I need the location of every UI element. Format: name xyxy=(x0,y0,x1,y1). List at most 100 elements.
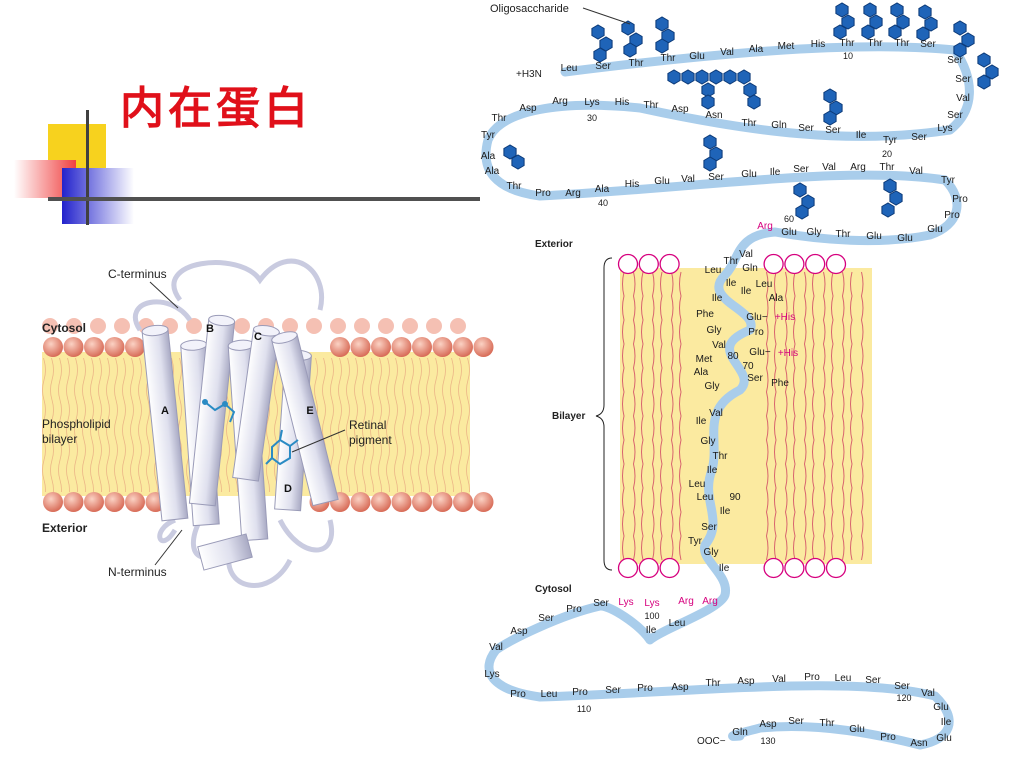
residue: Thr xyxy=(895,38,911,49)
residue: Tyr xyxy=(688,536,703,547)
residue: Ala xyxy=(694,367,709,378)
head-group xyxy=(125,337,145,357)
residue-number: 130 xyxy=(760,736,775,746)
residue: Thr xyxy=(840,38,856,49)
head-group xyxy=(350,337,371,357)
residue: Thr xyxy=(880,162,896,173)
head-group-back xyxy=(450,318,466,334)
head-group-back xyxy=(402,318,418,334)
residue: Ser xyxy=(955,74,971,85)
residue-number: 120 xyxy=(896,693,911,703)
residue: Pro xyxy=(637,683,653,694)
sugar-residue xyxy=(511,154,525,170)
helix-c xyxy=(232,324,280,482)
bilayer-label: Bilayer xyxy=(552,411,585,422)
head-group xyxy=(84,337,104,357)
residue: Gln xyxy=(742,263,758,274)
sugar-residue xyxy=(953,42,967,58)
charged-residue: Arg xyxy=(757,221,773,232)
head-group xyxy=(805,557,826,579)
sugar-residue xyxy=(918,4,932,20)
residue: Phe xyxy=(771,378,789,389)
residue: Ile xyxy=(707,465,718,476)
residue: Lys xyxy=(484,669,499,680)
residue: Glu− xyxy=(746,312,768,323)
residue: Ser xyxy=(865,675,881,686)
sugar-residue xyxy=(841,14,855,30)
residue: Ser xyxy=(947,110,963,121)
residue: Glu xyxy=(927,224,943,235)
sugar-residue xyxy=(695,69,709,85)
sugar-residue xyxy=(883,178,897,194)
retinal-pointer xyxy=(291,429,346,453)
residue: Ile xyxy=(696,416,707,427)
polypeptide-chain xyxy=(481,42,974,750)
residue: Arg xyxy=(565,188,581,199)
retinal-label-2: pigment xyxy=(349,433,392,447)
residue: Gln xyxy=(771,120,787,131)
retinal-icon xyxy=(202,399,299,466)
residue: Glu xyxy=(654,176,670,187)
residue: Asp xyxy=(671,682,689,693)
residue: Ile xyxy=(646,625,657,636)
residue-number: 40 xyxy=(598,198,608,208)
residue: Met xyxy=(696,354,713,365)
residue: Ser xyxy=(911,132,927,143)
residue: His xyxy=(811,39,825,50)
n-terminus-label: N-terminus xyxy=(108,565,167,579)
head-group xyxy=(763,253,784,275)
head-group xyxy=(825,253,847,275)
residue: Thr xyxy=(868,38,884,49)
residue: Thr xyxy=(661,53,677,64)
residue: Gly xyxy=(701,436,716,447)
sugar-residue xyxy=(861,24,875,40)
charged-residue: Arg xyxy=(702,596,718,607)
head-group xyxy=(617,253,639,275)
head-group xyxy=(805,253,826,275)
head-group xyxy=(63,492,84,512)
head-group-back xyxy=(90,318,106,334)
head-group xyxy=(453,337,473,357)
residue: Gln xyxy=(732,727,748,738)
head-group xyxy=(371,492,391,512)
phospholipid-label-2: bilayer xyxy=(42,432,77,446)
exterior-label: Exterior xyxy=(42,521,88,535)
residue: Val xyxy=(909,166,923,177)
residue: Ser xyxy=(894,681,910,692)
sugar-residue xyxy=(833,24,847,40)
residue: Ile xyxy=(856,130,867,141)
head-group-back xyxy=(186,318,202,334)
residue: Pro xyxy=(880,732,896,743)
residue: Ala xyxy=(749,44,764,55)
residue: Ala xyxy=(481,151,496,162)
n-terminus-pointer xyxy=(154,529,183,566)
residue-number: 30 xyxy=(587,113,597,123)
head-group xyxy=(412,492,432,512)
residue: Ser xyxy=(593,598,609,609)
head-group xyxy=(763,557,784,579)
residue: Ser xyxy=(708,172,724,183)
residue: Tyr xyxy=(883,135,898,146)
sugar-residue xyxy=(916,26,930,42)
residue: Ser xyxy=(798,123,814,134)
head-group-back xyxy=(306,318,322,334)
residue: Thr xyxy=(836,229,852,240)
deco-blue-square xyxy=(62,168,134,224)
residue: Asp xyxy=(671,104,689,115)
residue: Ser xyxy=(701,522,717,533)
sugar-residue xyxy=(723,69,737,85)
sugar-residue xyxy=(977,52,991,68)
residue: Gly xyxy=(707,325,722,336)
residue: Val xyxy=(956,93,970,104)
sugar-residue xyxy=(863,2,877,18)
residue: Ser xyxy=(538,613,554,624)
helix-e xyxy=(271,331,339,507)
sugar-residue xyxy=(503,144,517,160)
residue: Ile xyxy=(719,563,730,574)
residue: Ser xyxy=(947,55,963,66)
residue: Ser xyxy=(747,373,763,384)
head-group xyxy=(43,492,63,512)
head-group xyxy=(391,492,412,512)
